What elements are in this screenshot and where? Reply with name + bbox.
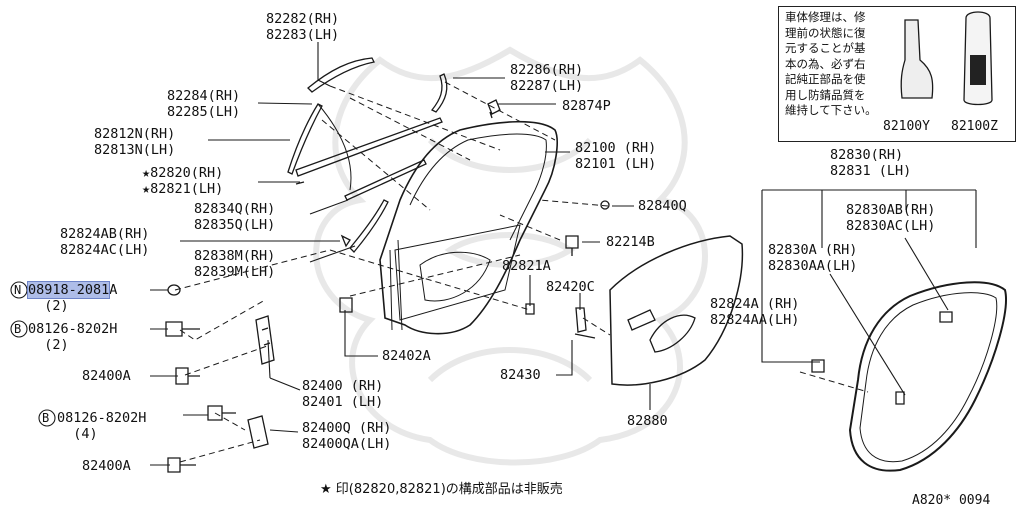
- part-82880-trim-panel: [609, 235, 744, 386]
- label-82282: 82282(RH) 82283(LH): [266, 11, 340, 43]
- part-08126b-bolt: [207, 405, 236, 421]
- label-82286: 82286(RH) 82287(LH): [510, 62, 584, 94]
- label-82400: 82400 (RH) 82401 (LH): [302, 378, 384, 410]
- part-82820-clip: [295, 181, 305, 185]
- footer-note: ★ 印(82820,82821)の構成部品は非販売: [320, 482, 563, 497]
- part-82284-sash: [287, 103, 323, 175]
- part-82840-grommet: [600, 200, 610, 210]
- part-82400A-bolt-1: [175, 367, 200, 385]
- prefix-circle-b2: [38, 409, 56, 427]
- part-82838-strip: [349, 199, 389, 253]
- label-82284: 82284(RH) 82285(LH): [167, 88, 241, 120]
- label-82420: 82420C: [546, 279, 595, 295]
- part-82100-door-panel: [379, 120, 558, 335]
- part-82874-clip: [487, 99, 501, 119]
- part-82830-weatherstrip: [848, 281, 1007, 472]
- label-82824AB: 82824AB(RH) 82824AC(LH): [60, 226, 150, 258]
- label-82834: 82834Q(RH) 82835Q(LH): [194, 201, 276, 233]
- prefix-b1: B: [14, 322, 22, 336]
- part-82282-strip: [307, 57, 375, 93]
- leader-tree-82830: [761, 189, 977, 363]
- footer-ref: A820* 0094: [912, 493, 991, 508]
- leader-82402: [344, 310, 378, 357]
- part-82400-hinge: [255, 315, 275, 365]
- part-82420-rod: [574, 307, 596, 339]
- label-82840: 82840Q: [638, 198, 687, 214]
- label-82820: ★82820(RH) ★82821(LH): [142, 165, 224, 197]
- part-82400A-bolt-2: [167, 457, 196, 473]
- repair-note-text: 車体修理は、修 理前の状態に復 元することが基 本の為、必ず右 記純正部品を使 …: [785, 10, 877, 117]
- part-82812-moulding: [295, 117, 443, 177]
- leader-82430: [556, 340, 573, 376]
- leader-82400Q: [269, 429, 299, 433]
- prefix-b2: B: [42, 411, 50, 425]
- leader-82838: [309, 245, 356, 263]
- label-82402: 82402A: [382, 348, 431, 364]
- label-82824A: 82824A (RH) 82824AA(LH): [710, 296, 800, 328]
- part-82824A-clip: [811, 359, 825, 373]
- repair-note-box: 車体修理は、修 理前の状態に復 元することが基 本の為、必ず右 記純正部品を使 …: [778, 6, 1016, 142]
- label-82874: 82874P: [562, 98, 611, 114]
- part-08126a-bolt: [165, 321, 200, 337]
- label-82821A: 82821A: [502, 258, 551, 274]
- label-82400Q: 82400Q (RH) 82400QA(LH): [302, 420, 392, 452]
- tube-icon: [900, 19, 934, 99]
- label-82838: 82838M(RH) 82839M(LH): [194, 248, 276, 280]
- label-82400A-2: 82400A: [82, 458, 131, 474]
- part-82824AB-clip: [340, 234, 351, 248]
- label-08918: 08918-2081A (2): [26, 281, 118, 314]
- prefix-circle-n: [10, 281, 28, 299]
- label-82880: 82880: [627, 413, 668, 429]
- label-82100: 82100 (RH) 82101 (LH): [575, 140, 657, 172]
- highlighted-part-number[interactable]: 08918-2081: [26, 281, 111, 299]
- prefix-n: N: [14, 283, 22, 297]
- prefix-circle-b1: [10, 320, 28, 338]
- label-82214: 82214B: [606, 234, 655, 250]
- part-82286-strip: [430, 73, 448, 113]
- label-08126a: 08126-8202H (2): [28, 321, 118, 353]
- label-08126b: 08126-8202H (4): [57, 410, 147, 442]
- label-82812: 82812N(RH) 82813N(LH): [94, 126, 176, 158]
- leader-82834: [309, 199, 349, 215]
- part-08918-nut: [167, 284, 181, 296]
- part-82821A-clip: [525, 303, 535, 315]
- leader-82284: [257, 102, 313, 105]
- part-82834-strip: [344, 159, 427, 201]
- leader-82400: [269, 377, 301, 391]
- part-82400Q-hinge: [247, 415, 269, 449]
- label-82830: 82830(RH) 82831 (LH): [830, 147, 912, 179]
- label-82830AB: 82830AB(RH) 82830AC(LH): [846, 202, 936, 234]
- note-code-82100Z: 82100Z: [951, 119, 998, 134]
- label-82430: 82430: [500, 367, 541, 383]
- part-82214-clip: [565, 235, 579, 256]
- watermark-emblem: [313, 46, 708, 466]
- label-82830A: 82830A (RH) 82830AA(LH): [768, 242, 858, 274]
- part-82830AB-clip: [939, 311, 953, 323]
- label-82400A-1: 82400A: [82, 368, 131, 384]
- part-82402-bolt: [339, 297, 353, 313]
- note-code-82100Y: 82100Y: [883, 119, 930, 134]
